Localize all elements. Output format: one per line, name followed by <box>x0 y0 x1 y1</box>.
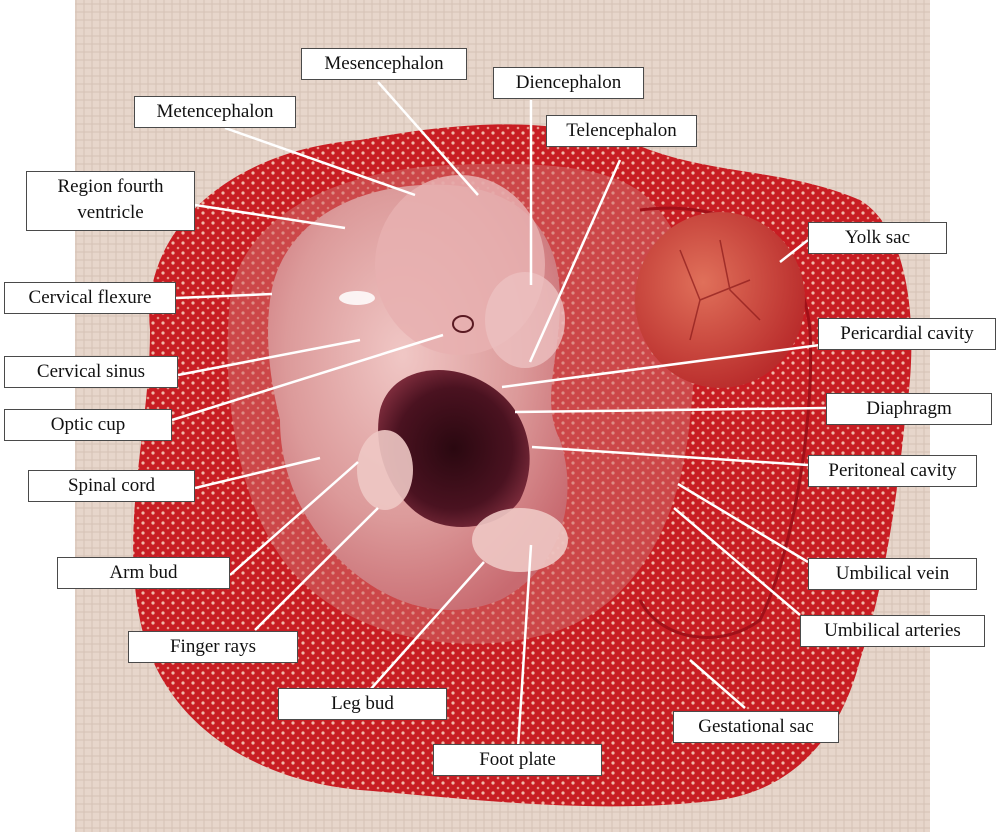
forebrain-bulge <box>485 272 565 368</box>
label-diencephalon: Diencephalon <box>493 67 644 99</box>
label-pericardial-cavity: Pericardial cavity <box>818 318 996 350</box>
label-finger-rays: Finger rays <box>128 631 298 663</box>
label-spinal-cord: Spinal cord <box>28 470 195 502</box>
label-cervical-flexure: Cervical flexure <box>4 282 176 314</box>
label-yolk-sac: Yolk sac <box>808 222 947 254</box>
label-mesencephalon: Mesencephalon <box>301 48 467 80</box>
label-foot-plate: Foot plate <box>433 744 602 776</box>
label-arm-bud: Arm bud <box>57 557 230 589</box>
arm-bud-shape <box>357 430 413 510</box>
label-peritoneal-cavity: Peritoneal cavity <box>808 455 977 487</box>
yolk-sac-shape <box>635 212 805 388</box>
leg-bud-shape <box>472 508 568 572</box>
label-telencephalon: Telencephalon <box>546 115 697 147</box>
liver-mass <box>378 370 530 527</box>
label-umbilical-vein: Umbilical vein <box>808 558 977 590</box>
label-umbilical-arteries: Umbilical arteries <box>800 615 985 647</box>
label-metencephalon: Metencephalon <box>134 96 296 128</box>
label-region-fourth-ventricle: Region fourth ventricle <box>26 171 195 231</box>
label-leg-bud: Leg bud <box>278 688 447 720</box>
label-diaphragm: Diaphragm <box>826 393 992 425</box>
label-cervical-sinus: Cervical sinus <box>4 356 178 388</box>
label-gestational-sac: Gestational sac <box>673 711 839 743</box>
label-optic-cup: Optic cup <box>4 409 172 441</box>
optic-cup-shape <box>452 315 474 333</box>
highlight <box>339 291 375 305</box>
leader-lines <box>171 81 827 749</box>
